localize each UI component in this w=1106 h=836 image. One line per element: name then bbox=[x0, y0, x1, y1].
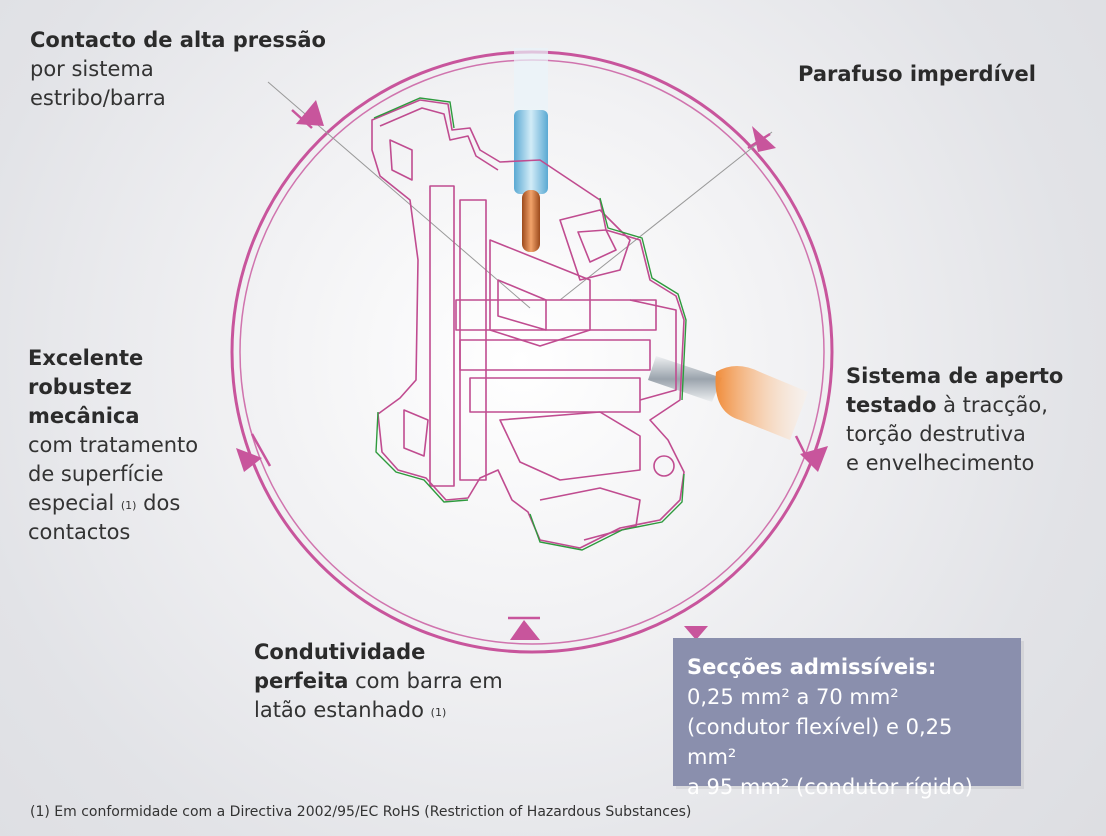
label-conduct-title2: perfeita bbox=[254, 669, 349, 693]
terminal-edge-outline bbox=[373, 97, 687, 551]
label-conduct-line2: latão estanhado bbox=[254, 698, 424, 722]
marker-contact bbox=[296, 100, 324, 126]
label-captive-screw: Parafuso imperdível bbox=[798, 60, 1036, 89]
wire bbox=[514, 48, 548, 252]
label-robust-line4: contactos bbox=[28, 520, 131, 544]
label-clamp-line3: e envelhecimento bbox=[846, 451, 1035, 475]
admissible-sections-box: Secções admissíveis: 0,25 mm² a 70 mm² (… bbox=[673, 638, 1021, 799]
label-robust-line1: com tratamento bbox=[28, 433, 199, 457]
info-box-body: 0,25 mm² a 70 mm² (condutor flexível) e … bbox=[687, 685, 973, 799]
label-mechanical-robustness: Excelente robustez mecânica com tratamen… bbox=[28, 344, 238, 547]
label-screw-title: Parafuso imperdível bbox=[798, 62, 1036, 86]
label-robust-title2: robustez bbox=[28, 375, 132, 399]
label-clamp-line1: à tracção, bbox=[943, 393, 1048, 417]
label-high-pressure-contact: Contacto de alta pressão por sistema est… bbox=[30, 26, 326, 113]
label-conduct-title1: Condutividade bbox=[254, 640, 426, 664]
label-contact-line2: estribo/barra bbox=[30, 86, 166, 110]
terminal-block bbox=[371, 99, 685, 549]
marker-box bbox=[684, 626, 708, 640]
marker-robust bbox=[236, 448, 262, 472]
info-box-title: Secções admissíveis: bbox=[687, 655, 937, 679]
label-contact-line1: por sistema bbox=[30, 57, 154, 81]
marker-clamp bbox=[800, 446, 828, 472]
footnote-ref: (1) bbox=[120, 499, 137, 512]
label-contact-title: Contacto de alta pressão bbox=[30, 28, 326, 52]
label-perfect-conductivity: Condutividade perfeita com barra em latã… bbox=[254, 638, 554, 725]
label-conduct-line1: com barra em bbox=[355, 669, 503, 693]
footnote-ref: (1) bbox=[430, 706, 447, 719]
label-clamp-title1: Sistema de aperto bbox=[846, 364, 1064, 388]
label-clamp-title2: testado bbox=[846, 393, 937, 417]
label-robust-line3b: dos bbox=[143, 491, 181, 515]
marker-screw bbox=[752, 126, 776, 152]
label-tested-clamping: Sistema de aperto testado à tracção, tor… bbox=[846, 362, 1096, 478]
leader-screw bbox=[559, 131, 773, 301]
marker-conduct bbox=[510, 620, 540, 640]
label-clamp-line2: torção destrutiva bbox=[846, 422, 1026, 446]
label-robust-line3a: especial bbox=[28, 491, 115, 515]
screwdriver bbox=[648, 356, 808, 440]
label-robust-line2: de superfície bbox=[28, 462, 164, 486]
footnote: (1) Em conformidade com a Directiva 2002… bbox=[30, 804, 692, 820]
pointer-markers bbox=[236, 100, 828, 640]
label-robust-title3: mecânica bbox=[28, 404, 140, 428]
label-robust-title1: Excelente bbox=[28, 346, 144, 370]
